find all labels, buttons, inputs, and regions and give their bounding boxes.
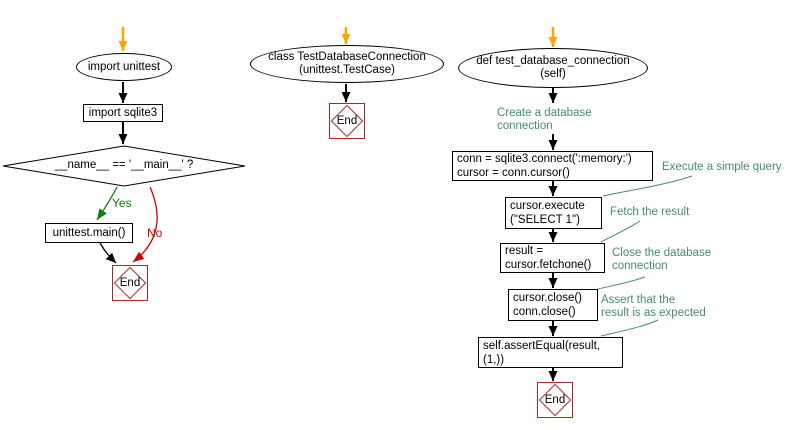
cursor-execute-line2: ("SELECT 1") <box>510 214 580 226</box>
result-fetchone-line1: result = <box>505 245 544 257</box>
end-terminator-flow1: End <box>112 265 148 301</box>
annotation-close-line1: Close the database <box>612 247 712 259</box>
annotation-close-connection: Close the database connection <box>612 247 711 272</box>
end-terminator-flow2: End <box>329 103 365 139</box>
node-cursor-execute: cursor.execute ("SELECT 1") <box>505 197 602 229</box>
edge-decision-no <box>132 186 158 263</box>
conn-connect-line2: cursor = conn.cursor() <box>457 167 570 179</box>
node-import-sqlite3: import sqlite3 <box>83 104 163 122</box>
end-label-flow2: End <box>336 115 358 127</box>
self-assertequal-line2: (1,)) <box>483 353 505 366</box>
conn-connect-line1: conn = sqlite3.connect(':memory:') <box>457 153 632 165</box>
edge-main-to-end1 <box>99 242 117 264</box>
yes-label: Yes <box>112 196 132 210</box>
leader-execute-query <box>602 175 693 197</box>
edge-decision-yes <box>96 186 118 221</box>
annotation-assert-line1: Assert that the <box>601 294 676 306</box>
annotation-create-line1: Create a database <box>497 107 592 119</box>
no-label: No <box>147 226 163 240</box>
node-class-testdatabaseconnection: class TestDatabaseConnection (unittest.T… <box>250 45 444 83</box>
node-import-unittest-label: import unittest <box>87 60 161 73</box>
annotation-close-line2: connection <box>612 259 668 272</box>
class-line1: class TestDatabaseConnection <box>268 51 426 63</box>
annotation-execute-query: Execute a simple query <box>662 161 782 173</box>
result-fetchone-line2: cursor.fetchone() <box>505 259 592 271</box>
end-label-flow3: End <box>544 394 566 406</box>
decision-diamond-shape <box>2 145 246 187</box>
node-import-sqlite3-label: import sqlite3 <box>88 106 158 119</box>
annotation-fetch-result: Fetch the result <box>610 206 690 218</box>
node-cursor-close: cursor.close() conn.close() <box>508 289 598 321</box>
annotation-create-line2: connection <box>497 119 553 132</box>
self-assertequal-line1: self.assertEqual(result, <box>483 339 600 352</box>
class-line2: (unittest.TestCase) <box>299 64 395 76</box>
end-label-flow1: End <box>119 277 141 289</box>
decision-main-label: __name__ == '__main__' ? <box>54 159 194 171</box>
leader-assert-result <box>600 319 659 337</box>
node-import-unittest: import unittest <box>76 53 172 81</box>
cursor-close-line1: cursor.close() <box>513 292 583 304</box>
end-terminator-flow3: End <box>537 382 573 418</box>
def-line1: def test_database_connection <box>476 55 630 67</box>
node-self-assertequal: self.assertEqual(result, (1,)) <box>478 337 623 368</box>
node-conn-connect: conn = sqlite3.connect(':memory:') curso… <box>452 151 653 181</box>
leader-close-connection <box>597 276 646 290</box>
def-line2: (self) <box>540 68 566 80</box>
leader-fetch-result <box>600 220 641 243</box>
node-unittest-main: unittest.main() <box>45 223 133 243</box>
node-unittest-main-label: unittest.main() <box>52 226 126 239</box>
cursor-close-line2: conn.close() <box>513 306 576 318</box>
annotation-assert-line2: result is as expected <box>601 306 706 319</box>
annotation-create-connection: Create a database connection <box>497 107 592 132</box>
cursor-execute-line1: cursor.execute <box>510 200 585 212</box>
node-def-test-database-connection: def test_database_connection (self) <box>458 48 648 88</box>
node-result-fetchone: result = cursor.fetchone() <box>500 243 605 273</box>
annotation-assert-result: Assert that the result is as expected <box>601 294 706 319</box>
